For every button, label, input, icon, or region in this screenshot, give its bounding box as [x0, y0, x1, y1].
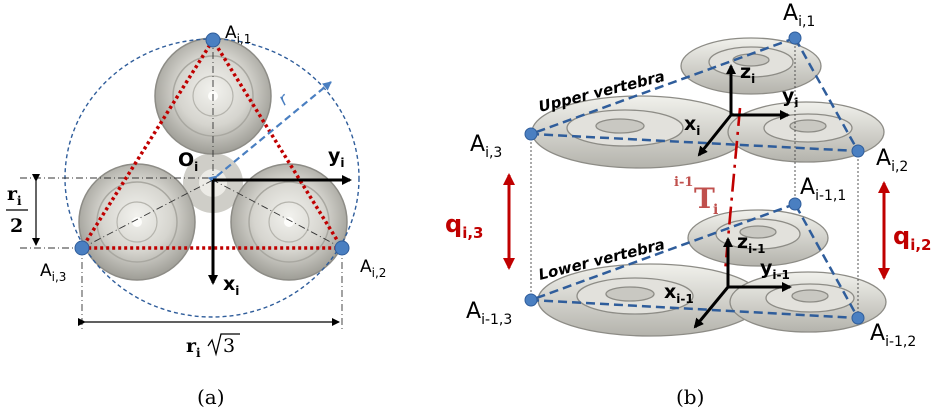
caption-b: (b)	[676, 385, 704, 409]
label-a1: Ai,1	[225, 23, 251, 46]
label-lower-a3: Ai-1,3	[466, 299, 512, 328]
label-lower-a2: Ai-1,2	[870, 321, 916, 350]
lower-axis-x	[693, 286, 730, 329]
label-q-left: qi,3	[445, 210, 483, 242]
node-upper-a3	[524, 127, 538, 141]
node-lower-a1	[788, 197, 802, 211]
label-lower-x: xi-1	[664, 281, 694, 306]
anchor-triangle	[78, 36, 346, 250]
upper-vertebra-body	[531, 37, 885, 169]
node-a2	[334, 240, 350, 256]
svg-text:2: 2	[10, 215, 23, 237]
label-upper-y: yi	[782, 85, 799, 110]
svg-text:ri: ri	[186, 335, 201, 360]
svg-text:i-1: i-1	[674, 175, 693, 190]
label-a3: Ai,3	[40, 261, 66, 284]
lower-triangle	[530, 202, 861, 320]
panel-a: r Ai,1 Ai,2 Ai,3 Oi yi xi ri 2 ri 3 (a)	[6, 23, 386, 409]
panel-b: Upper vertebra Lower vertebra Ai,1 Ai,2 …	[445, 1, 931, 409]
svg-text:3: 3	[223, 335, 235, 357]
label-upper-a2: Ai,2	[876, 146, 908, 175]
width-label: ri 3	[186, 333, 240, 360]
svg-text:ri: ri	[7, 183, 22, 208]
label-upper-x: xi	[684, 113, 700, 138]
label-axis-y: yi	[328, 145, 345, 170]
node-a1	[205, 32, 221, 48]
label-q-right: qi,2	[893, 222, 931, 254]
label-upper-a1: Ai,1	[783, 1, 815, 30]
label-lower-a1: Ai-1,1	[800, 175, 846, 204]
label-upper-a3: Ai,3	[470, 132, 502, 161]
upper-triangle	[530, 36, 861, 153]
svg-text:T: T	[694, 182, 715, 215]
radius-label: r	[275, 89, 294, 110]
label-lower-y: yi-1	[760, 257, 790, 282]
label-axis-x: xi	[223, 273, 239, 298]
node-upper-a1	[788, 31, 802, 45]
label-a2: Ai,2	[360, 257, 386, 280]
upper-axis-x	[697, 114, 733, 157]
node-upper-a2	[851, 144, 865, 158]
label-origin: Oi	[178, 149, 198, 174]
disk-left	[78, 163, 196, 281]
node-lower-a2	[851, 311, 865, 325]
svg-text:i: i	[713, 202, 718, 218]
label-upper-z: zi	[740, 61, 755, 86]
node-lower-a3	[524, 293, 538, 307]
transform-label: i-1 T i	[674, 175, 718, 218]
caption-a: (a)	[197, 385, 225, 409]
half-radius-label: ri 2	[6, 183, 28, 237]
radius-arrow	[207, 81, 332, 185]
node-a3	[74, 240, 90, 256]
label-lower-z: zi-1	[737, 231, 766, 256]
